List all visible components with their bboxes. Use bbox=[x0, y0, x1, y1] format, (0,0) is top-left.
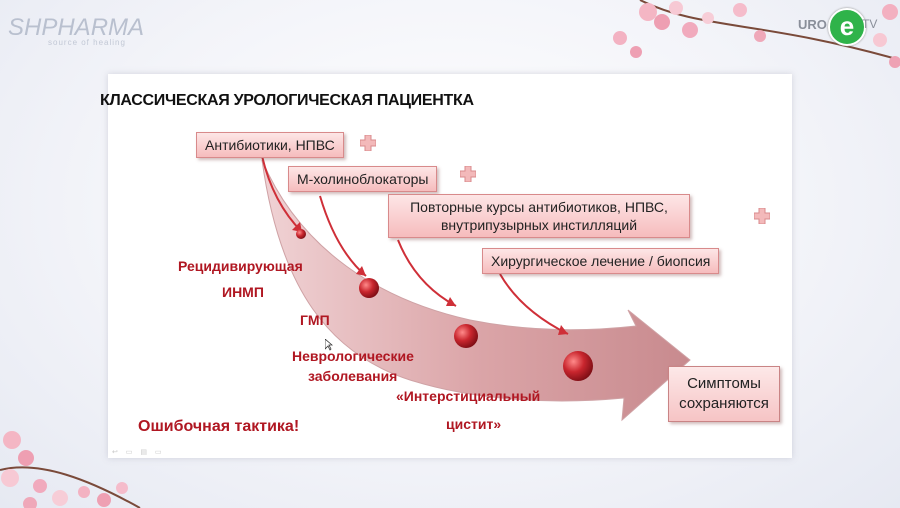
diagnosis-recurrent: Рецидивирующая bbox=[178, 258, 303, 274]
stage-ball-4 bbox=[563, 351, 593, 381]
treatment-box-repeated-courses: Повторные курсы антибиотиков, НПВС, внут… bbox=[388, 194, 690, 238]
urotv-logo: URO e TV bbox=[798, 8, 878, 46]
treatment-box-surgery: Хирургическое лечение / биопсия bbox=[482, 248, 720, 274]
treatment-label-3b: внутрипузырных инстилляций bbox=[440, 217, 638, 233]
channel-mark: e bbox=[828, 8, 866, 46]
mouse-cursor-icon bbox=[325, 339, 333, 351]
treatment-label-3a: Повторные курсы антибиотиков, НПВС, bbox=[410, 199, 668, 215]
channel-name-left: URO bbox=[798, 17, 827, 32]
channel-name-right: TV bbox=[862, 17, 878, 31]
treatment-label-1: Антибиотики, НПВС bbox=[205, 137, 335, 153]
treatment-arrowheads bbox=[292, 222, 568, 335]
treatment-label-2: М-холиноблокаторы bbox=[297, 171, 429, 187]
treatment-box-anticholinergics: М-холиноблокаторы bbox=[288, 166, 438, 192]
treatment-box-antibiotics: Антибиотики, НПВС bbox=[196, 132, 344, 158]
diagnosis-cystitis: цистит» bbox=[446, 416, 502, 432]
slide-controls[interactable]: ↩ ▭ ▤ ▭ bbox=[112, 449, 165, 456]
treatment-label-4: Хирургическое лечение / биопсия bbox=[491, 253, 711, 269]
result-line-2: сохраняются bbox=[679, 395, 769, 412]
stage-ball-1 bbox=[296, 229, 306, 239]
diagnosis-oab: ГМП bbox=[300, 312, 330, 328]
brand-tagline: source of healing bbox=[48, 38, 126, 47]
diagnosis-diseases: заболевания bbox=[308, 368, 398, 384]
plus-icon bbox=[460, 166, 476, 182]
stage-ball-2 bbox=[359, 278, 379, 298]
slide-title: КЛАССИЧЕСКАЯ УРОЛОГИЧЕСКАЯ ПАЦИЕНТКА bbox=[100, 92, 474, 109]
diagnosis-neurological: Неврологические bbox=[292, 348, 414, 364]
diagnosis-interstitial: «Интерстициальный bbox=[396, 388, 541, 404]
brand-name: SHPHARMA bbox=[8, 14, 145, 41]
footer-note: Ошибочная тактика! bbox=[138, 418, 300, 435]
stage-ball-3 bbox=[454, 324, 478, 348]
plus-icon bbox=[360, 135, 376, 151]
result-line-1: Симптомы bbox=[687, 375, 761, 392]
result-box: Симптомы сохраняются bbox=[668, 366, 780, 422]
treatment-arrow-4 bbox=[499, 273, 569, 335]
plus-icon bbox=[754, 208, 770, 224]
diagnosis-uti: ИНМП bbox=[222, 284, 264, 300]
treatment-arrow-3 bbox=[397, 239, 457, 307]
shpharma-logo: SHPHARMA source of healing bbox=[8, 14, 144, 47]
